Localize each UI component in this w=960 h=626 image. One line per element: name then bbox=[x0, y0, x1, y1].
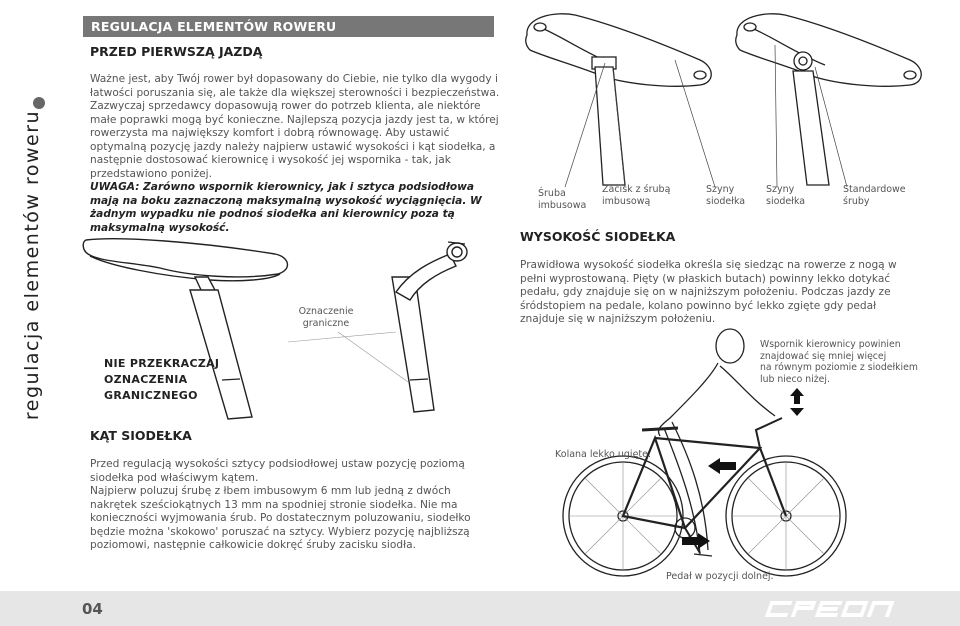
creon-logo bbox=[764, 601, 895, 617]
saddle-height-text: Prawidłowa wysokość siodełka określa się… bbox=[520, 259, 897, 325]
page-title: REGULACJA ELEMENTÓW ROWERU bbox=[91, 19, 337, 34]
warning-text: UWAGA: Zarówno wspornik kierownicy, jak … bbox=[90, 181, 482, 234]
seatpost-stem-illustration bbox=[82, 238, 468, 420]
subheading: PRZED PIERWSZĄ JAZDĄ bbox=[90, 44, 263, 59]
intro-text: Ważne jest, aby Twój rower był dopasowan… bbox=[90, 73, 500, 235]
limit-marker-label: Oznaczenie graniczne bbox=[298, 306, 354, 329]
saddle-angle-text: Przed regulacją wysokości sztycy podsiod… bbox=[90, 458, 471, 551]
section-header-bar: REGULACJA ELEMENTÓW ROWERU bbox=[83, 16, 494, 37]
bullet-dot bbox=[33, 97, 45, 109]
knee-note: Kolana lekko ugięte. bbox=[555, 449, 651, 460]
pedal-note: Pedał w pozycji dolnej. bbox=[666, 571, 774, 582]
saddle-angle-title: KĄT SIODEŁKA bbox=[90, 428, 192, 443]
rider-bike-illustration bbox=[562, 328, 847, 577]
no-exceed-label: NIE PRZEKRACZAJ OZNACZENIA GRANICZNEGO bbox=[104, 357, 220, 402]
saddle-height-title: WYSOKOŚĆ SIODEŁKA bbox=[520, 229, 676, 244]
stem-note: Wspornik kierownicy powinien znajdować s… bbox=[760, 339, 918, 385]
page-number: 04 bbox=[82, 600, 103, 618]
saddle-clamp-illustration bbox=[525, 13, 922, 188]
intro-paragraph: Ważne jest, aby Twój rower był dopasowan… bbox=[90, 73, 500, 180]
sidebar-title: regulacja elementów roweru bbox=[21, 109, 43, 421]
